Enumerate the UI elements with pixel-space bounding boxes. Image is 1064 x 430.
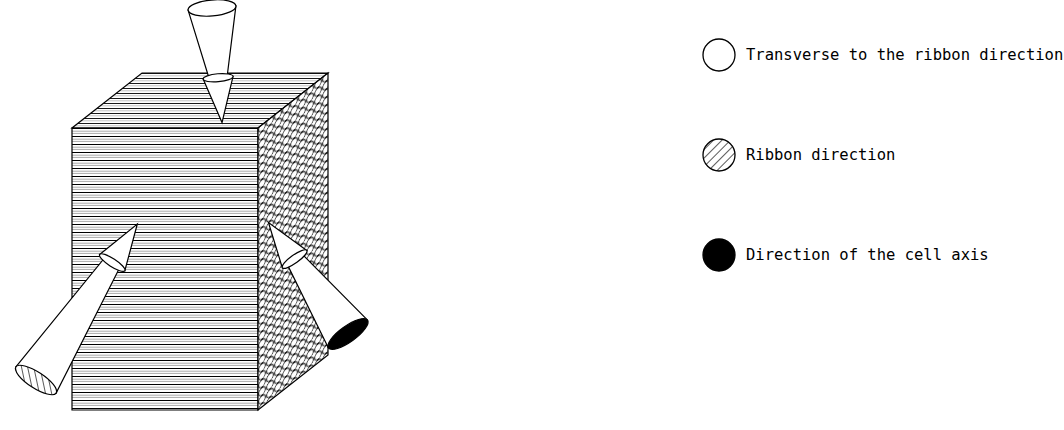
legend-circle — [703, 139, 735, 171]
legend-text: Transverse to the ribbon direction — [746, 46, 1063, 64]
legend-circle — [703, 239, 735, 271]
legend-circle — [703, 39, 735, 71]
legend-row: Direction of the cell axis — [700, 237, 989, 273]
legend-text: Direction of the cell axis — [746, 246, 989, 264]
legend-swatch — [700, 36, 738, 74]
legend-swatch — [700, 136, 738, 174]
legend-swatch — [700, 236, 738, 274]
transverse-arrow — [187, 0, 246, 125]
legend-row: Ribbon direction — [700, 137, 895, 173]
legend-row: Transverse to the ribbon direction — [700, 37, 1063, 73]
cell-axis-arrow — [249, 209, 372, 355]
legend-text: Ribbon direction — [746, 146, 895, 164]
ribbon-arrow — [12, 211, 158, 400]
